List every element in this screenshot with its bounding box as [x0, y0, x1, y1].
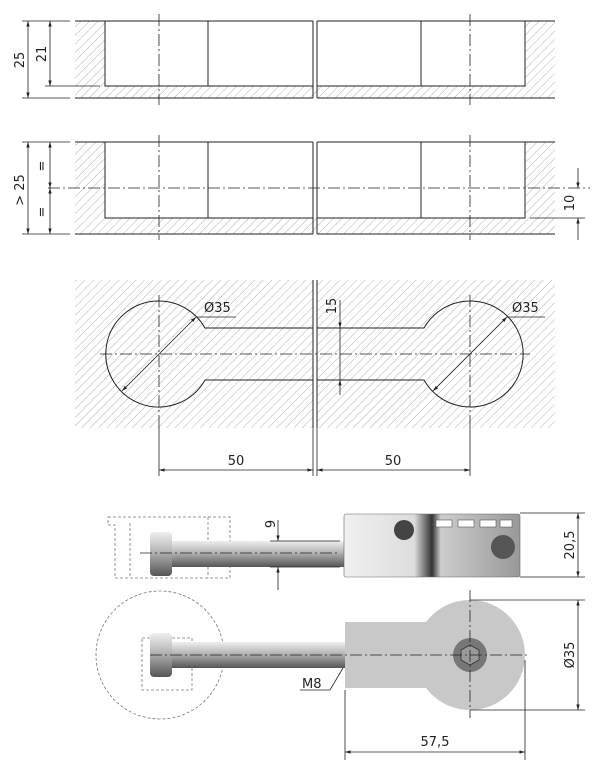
- dim-slot-width: 15: [325, 298, 340, 315]
- equal-mark-top: =: [35, 161, 50, 172]
- thread-label: M8: [302, 677, 322, 692]
- plan-view: Ø35 Ø35 15 50 50: [75, 280, 555, 476]
- bore-right-diameter: Ø35: [512, 301, 539, 316]
- dim-spacing-right: 50: [385, 454, 402, 469]
- dim-rod-diameter: 9: [264, 520, 279, 528]
- dim-depth-total: 25: [13, 52, 28, 69]
- dim-depth-pocket: 21: [35, 46, 50, 63]
- bolt-head: [150, 532, 172, 576]
- dim-overall-length: 57,5: [421, 735, 450, 750]
- connector-top-view: Ø35 57,5 M8: [95, 590, 585, 760]
- dim-offset: 10: [563, 195, 578, 212]
- connector-side-view: 9 20,5: [107, 512, 585, 590]
- connector-body: [343, 513, 521, 578]
- section-view-1: 25 21: [13, 14, 555, 105]
- section-view-2: > 25 = = 10: [13, 135, 590, 240]
- bolt-rod: [172, 541, 344, 567]
- bore-left-diameter: Ø35: [204, 301, 231, 316]
- dim-spacing-left: 50: [228, 454, 245, 469]
- equal-mark-bottom: =: [35, 207, 50, 218]
- screw-icon: [394, 520, 414, 540]
- dim-depth-min: > 25: [13, 174, 28, 206]
- screw-icon: [491, 535, 515, 559]
- dim-disc-diameter: Ø35: [563, 642, 578, 669]
- dim-body-height: 20,5: [563, 531, 578, 560]
